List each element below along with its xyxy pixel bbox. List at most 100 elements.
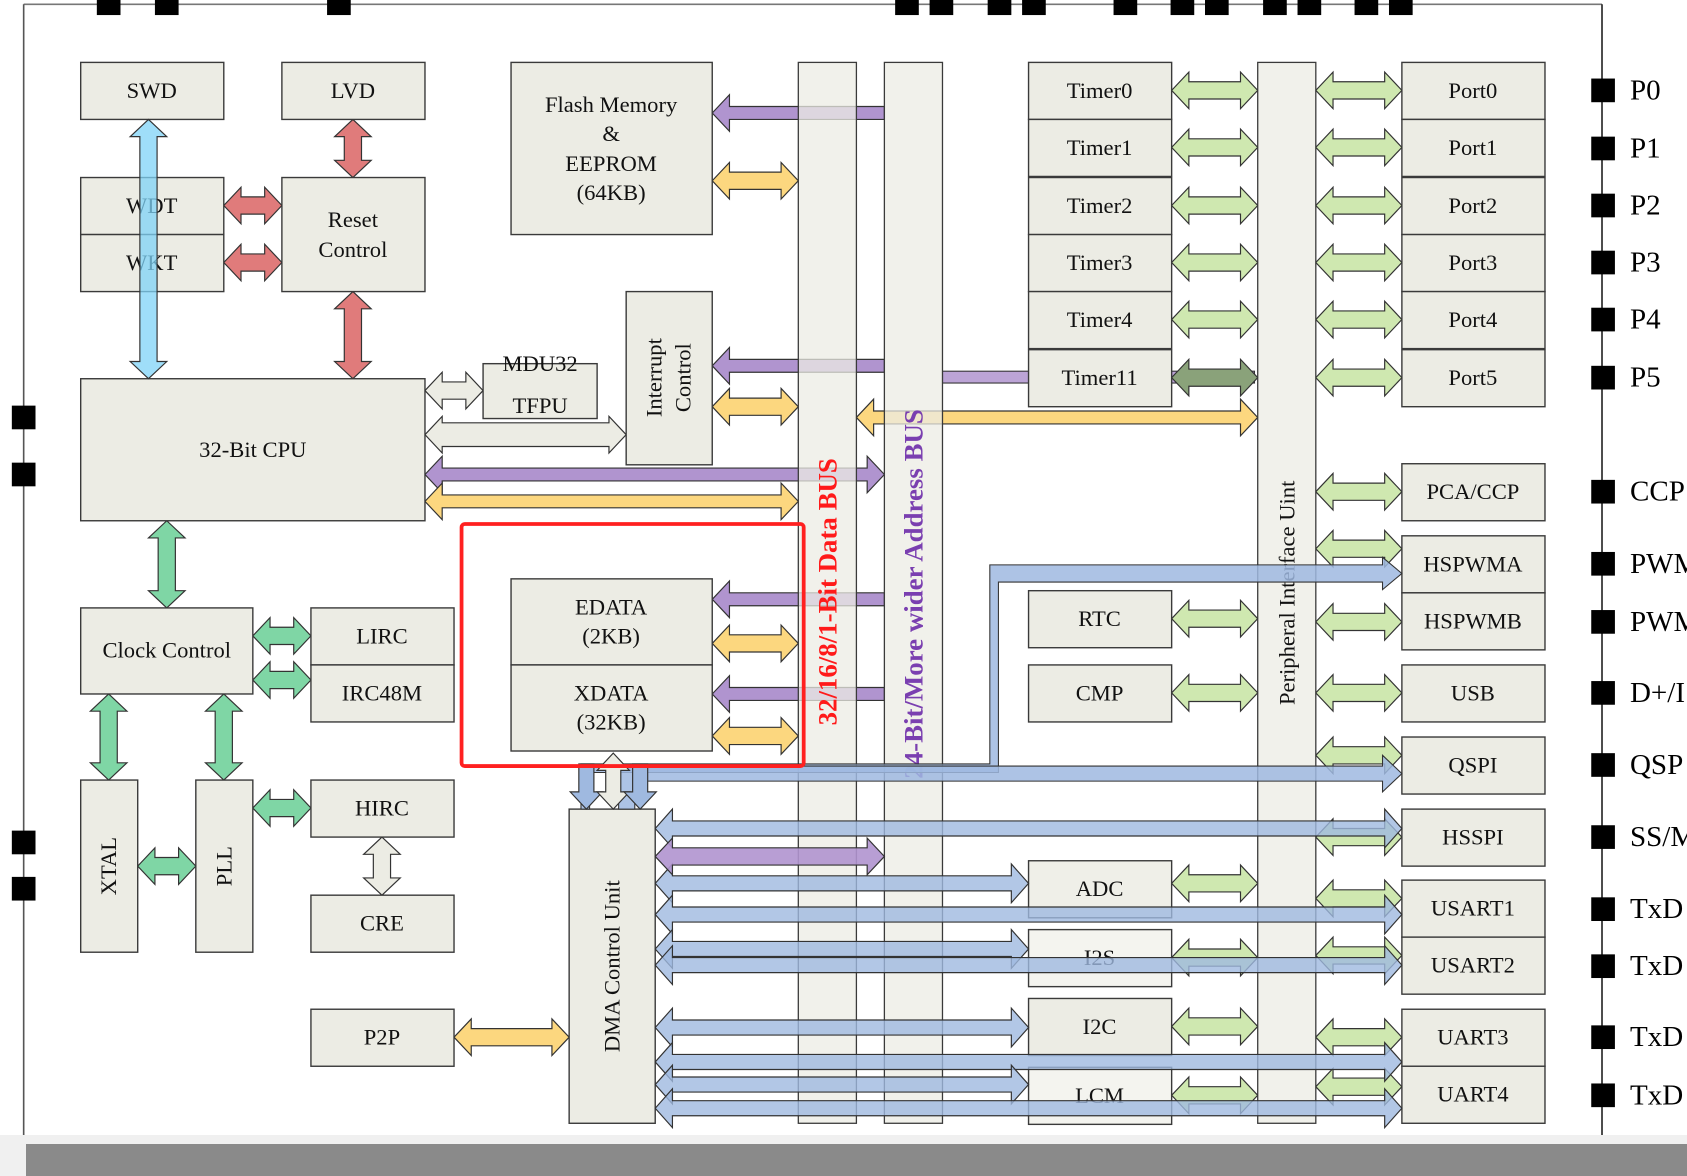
left-pin (11, 830, 36, 855)
piu-port-arrow (1315, 242, 1403, 283)
cpu-mdu-arrow (424, 370, 484, 411)
reset-cpu-arrow (333, 290, 373, 380)
pin-label: P5 (1630, 362, 1661, 394)
timer-label: Timer1 (1067, 135, 1133, 160)
edata-label-1: EDATA (575, 594, 648, 619)
dma-label: DMA Control Unit (600, 880, 625, 1053)
right-pin (1591, 610, 1615, 634)
port-block: Port5 (1401, 348, 1546, 408)
xdata-block: XDATA (32KB) (510, 664, 713, 752)
right-peripheral-block: UART4 (1401, 1065, 1546, 1124)
port-label: Port0 (1448, 78, 1497, 103)
right-pin (1591, 250, 1615, 275)
periph-piu-arrow (1170, 598, 1259, 639)
mdu-label-2: TFPU (512, 393, 567, 418)
rtc-block: RTC (1027, 589, 1173, 649)
port-block: Port0 (1401, 61, 1546, 121)
right-peripheral-block: USART2 (1401, 936, 1546, 995)
pin-label: PWM (1630, 548, 1687, 580)
periph-piu-arrow (1170, 863, 1259, 904)
right-pin (1591, 479, 1615, 504)
right-pin (1591, 1083, 1615, 1108)
flash-label-4: (64KB) (577, 180, 646, 205)
edata-block: EDATA (2KB) (510, 578, 713, 666)
top-pin (1354, 0, 1379, 16)
timer-label: Timer11 (1062, 365, 1138, 390)
top-pin (1388, 0, 1413, 16)
top-pin (154, 0, 179, 16)
lirc-label: LIRC (356, 623, 407, 648)
timer-label: Timer0 (1067, 78, 1133, 103)
top-pin (96, 0, 121, 16)
dma-in-arrow (622, 763, 658, 810)
cpu-clock-arrow (146, 519, 187, 609)
dma-bus-arrow (654, 944, 1403, 987)
horizontal-scrollbar[interactable] (0, 1135, 1687, 1176)
right-peripheral-label: HSPWMA (1423, 551, 1523, 576)
timer-label: Timer4 (1067, 307, 1133, 332)
i2c-block: I2C (1027, 997, 1173, 1057)
pin-label: P1 (1630, 132, 1661, 164)
port-label: Port5 (1448, 365, 1497, 390)
right-pin (1591, 136, 1615, 161)
right-peripheral-block: USART1 (1401, 879, 1546, 938)
blocks-layer: SWD LVD WDT WKT Reset Control Flash Memo… (79, 61, 1546, 1126)
piu-right-arrow (1315, 602, 1403, 642)
right-pin (1591, 551, 1615, 576)
reset-control-label-1: Reset (328, 207, 379, 232)
wdt-reset-arrow (222, 185, 283, 226)
top-pin (1113, 0, 1138, 16)
right-peripheral-label: UART3 (1437, 1025, 1508, 1050)
piu-port-arrow (1315, 127, 1403, 168)
cre-block: CRE (310, 894, 455, 953)
hirc-block: HIRC (310, 779, 455, 838)
right-peripheral-block: USB (1401, 664, 1546, 723)
top-pin (929, 0, 954, 16)
timer-label: Timer3 (1067, 250, 1133, 275)
top-pin (1022, 0, 1046, 16)
data-bus-label: 32/16/8/1-Bit Data BUS (812, 458, 842, 725)
pin-label: P4 (1630, 304, 1661, 336)
xtal-block: XTAL (79, 779, 139, 953)
reset-control-label-2: Control (318, 237, 387, 262)
lvd-block: LVD (281, 61, 426, 121)
pll-label: PLL (211, 846, 236, 886)
wkt-reset-arrow (222, 242, 283, 283)
right-pin (1591, 78, 1615, 103)
mdu-block: MDU32 TFPU (482, 351, 598, 420)
flash-label-2: & (602, 121, 620, 146)
scrollbar-thumb[interactable] (26, 1144, 1687, 1176)
timer-block: Timer2 (1027, 176, 1173, 236)
irc48m-label: IRC48M (342, 680, 422, 705)
right-pin (1591, 954, 1615, 979)
pin-label: TxD (1630, 1079, 1683, 1111)
timer-piu-arrow (1170, 185, 1259, 226)
piu-right-arrow (1315, 673, 1403, 713)
swd-arrow (128, 118, 169, 380)
clock-irc48m-arrow (252, 660, 312, 700)
dma-address-arrow (654, 836, 886, 877)
dma-in-arrow (568, 763, 604, 810)
right-peripheral-block: HSSPI (1401, 808, 1546, 867)
top-pin (1297, 0, 1322, 16)
pin-label: TxD (1630, 950, 1683, 982)
dma-bus-arrow (654, 1006, 1030, 1049)
pin-label: P3 (1630, 247, 1661, 279)
port-label: Port3 (1448, 250, 1497, 275)
right-pin (1591, 753, 1615, 777)
right-peripheral-block: PCA/CCP (1401, 463, 1546, 522)
pin-label: D+/I (1630, 677, 1685, 709)
xtal-label: XTAL (96, 837, 121, 895)
swd-block: SWD (79, 61, 225, 121)
clock-pll-arrow (204, 693, 244, 781)
right-pin (1591, 307, 1615, 332)
top-pin (895, 0, 919, 16)
peripheral-interface-unit: Peripheral Interface Uint (1257, 61, 1317, 1124)
irc48m-block: IRC48M (310, 664, 455, 723)
right-peripheral-block: UART3 (1401, 1008, 1546, 1067)
overlay-arrows (128, 118, 1403, 1130)
timer-piu-arrow (1170, 127, 1259, 168)
lvd-label: LVD (331, 78, 375, 103)
port-label: Port1 (1448, 135, 1497, 160)
